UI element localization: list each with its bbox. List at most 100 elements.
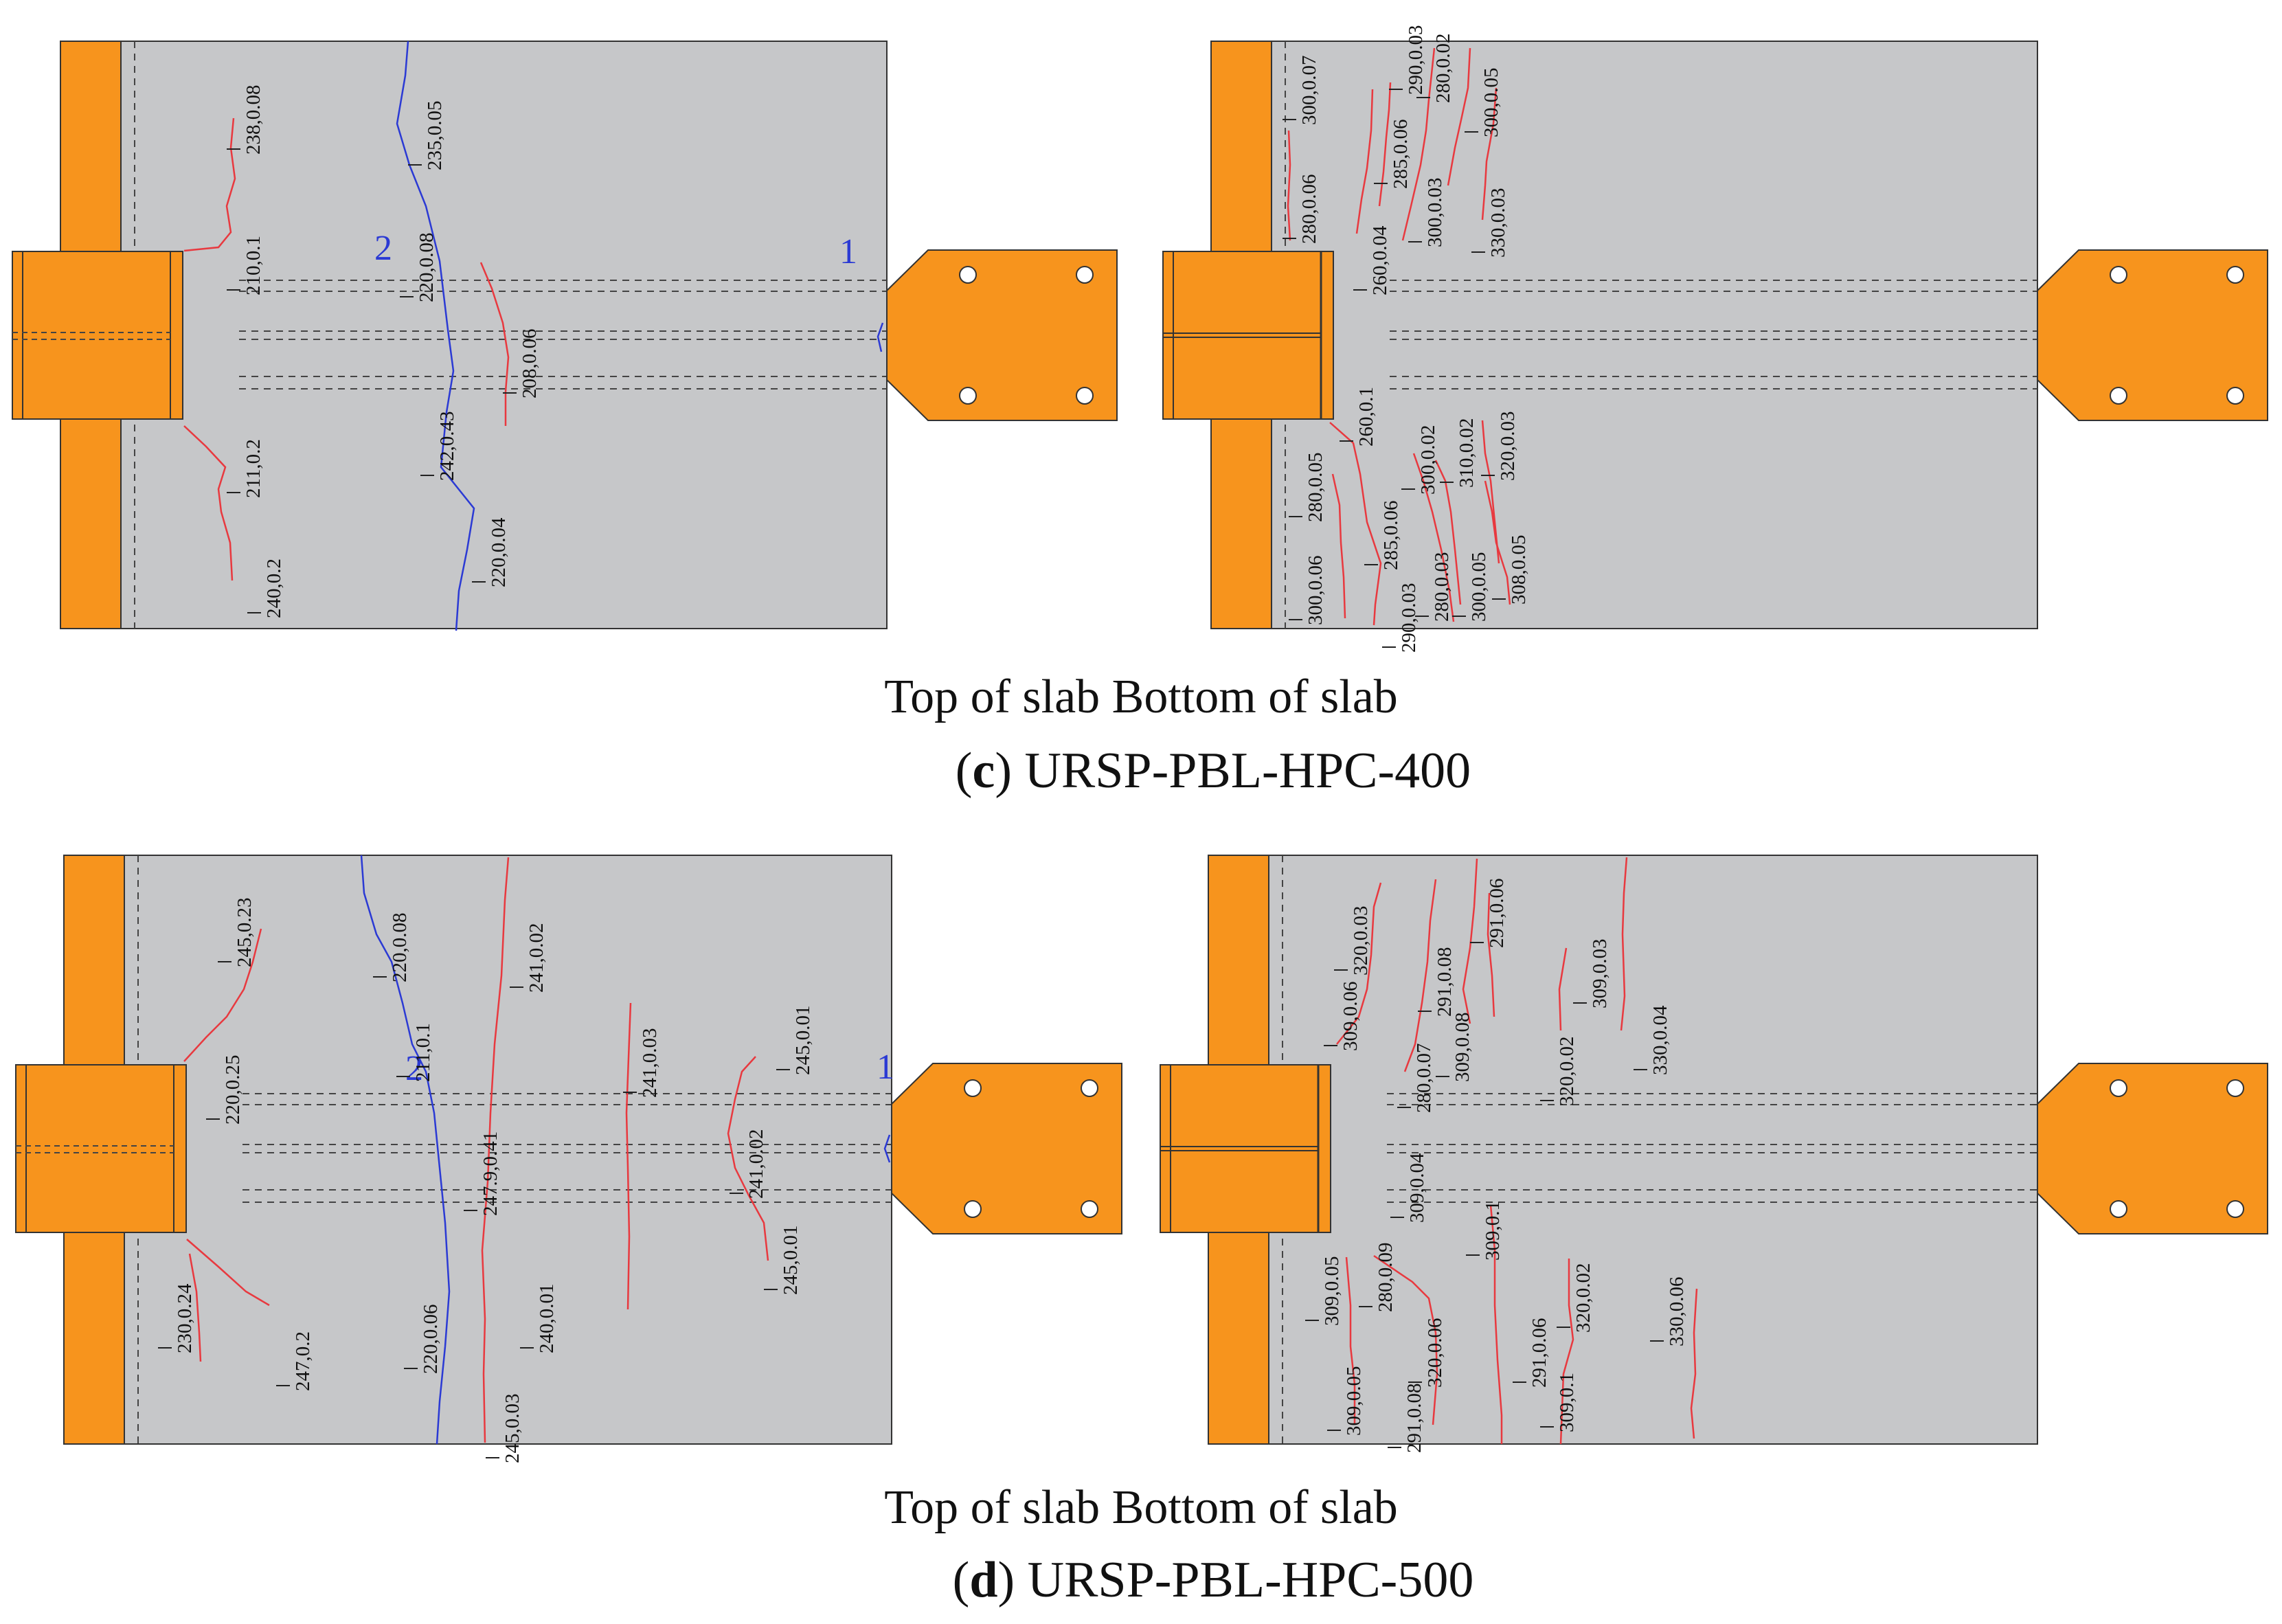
crack-label-bottom-0-19: 308,0.05 — [1508, 535, 1530, 605]
panel-letter-c: c — [972, 743, 995, 799]
crack-label-top-0-2: 235,0.05 — [424, 101, 446, 171]
crack-label-bottom-1-10: 280,0.09 — [1375, 1243, 1397, 1313]
bolt-hole-bottom-0-3 — [2226, 387, 2244, 405]
crack-label-bottom-0-5: 280,0.02 — [1432, 34, 1454, 104]
crack-label-bottom-0-10: 300,0.06 — [1304, 556, 1326, 626]
crack-label-bottom-1-17: 320,0.02 — [1572, 1263, 1594, 1333]
crack-annotations: 238,0.08210,0.1235,0.05220,0.08208,0.062… — [158, 25, 1688, 1464]
red-crack-27 — [1345, 1256, 1356, 1425]
red-crack-28 — [1373, 1254, 1438, 1425]
bolt-hole-top-0-0 — [959, 266, 977, 284]
bolt-hole-top-0-2 — [959, 387, 977, 405]
red-crack-7 — [1447, 47, 1471, 186]
bottom-of-slab-label-d: Bottom of slab — [1111, 1481, 1398, 1534]
end-plate-bottom-0 — [2037, 249, 2268, 421]
bolt-hole-bottom-1-2 — [2110, 1200, 2127, 1218]
red-crack-30 — [1559, 1259, 1574, 1445]
crack-label-bottom-0-13: 290,0.03 — [1398, 583, 1420, 653]
red-crack-26 — [1620, 857, 1628, 1031]
crack-label-bottom-1-5: 280,0.07 — [1413, 1044, 1435, 1114]
top-of-slab-label-c: Top of slab — [884, 670, 1100, 723]
crack-label-bottom-1-16: 291,0.06 — [1528, 1318, 1550, 1388]
red-crack-10 — [1412, 453, 1455, 622]
bolt-hole-top-1-2 — [964, 1200, 982, 1218]
crack-label-top-0-6: 211,0.2 — [242, 439, 264, 498]
red-crack-23 — [1462, 858, 1478, 1024]
red-crack-18 — [481, 857, 510, 1443]
crack-label-top-1-13: 240,0.01 — [536, 1284, 558, 1354]
crack-label-bottom-1-15: 309,0.1 — [1482, 1201, 1504, 1261]
top-of-slab-label-d: Top of slab — [884, 1481, 1100, 1534]
slab-top-1 — [63, 855, 892, 1445]
crack-label-top-1-0: 245,0.23 — [234, 898, 256, 968]
crack-label-bottom-1-9: 330,0.04 — [1649, 1005, 1671, 1075]
specimen-name-c: URSP-PBL-HPC-400 — [1024, 743, 1471, 799]
crack-label-bottom-1-8: 320,0.02 — [1556, 1037, 1578, 1107]
crack-label-bottom-1-12: 320,0.06 — [1424, 1318, 1446, 1388]
crack-label-top-1-1: 220,0.25 — [222, 1055, 244, 1125]
crack-label-bottom-0-11: 260,0.1 — [1355, 387, 1377, 447]
red-crack-22 — [1403, 879, 1437, 1072]
bolt-hole-top-0-1 — [1076, 266, 1094, 284]
crack-label-top-0-8: 220,0.04 — [488, 517, 510, 587]
red-crack-11 — [1434, 460, 1462, 605]
blue-crack-3 — [883, 1134, 891, 1163]
crack-label-bottom-0-3: 285,0.06 — [1390, 120, 1412, 190]
bolt-hole-top-0-3 — [1076, 387, 1094, 405]
crack-label-bottom-0-1: 280,0.06 — [1298, 174, 1320, 245]
crack-label-bottom-1-6: 309,0.08 — [1451, 1013, 1473, 1083]
crack-lines — [183, 41, 1698, 1445]
web-plate-top-1 — [173, 1064, 187, 1233]
crack-sequence-mark-0-0: 2 — [374, 229, 392, 268]
crack-label-bottom-1-11: 309,0.05 — [1343, 1366, 1365, 1436]
crack-label-top-1-3: 211,0.1 — [412, 1023, 434, 1082]
crack-label-top-1-10: 230,0.24 — [174, 1283, 196, 1353]
crack-label-bottom-0-12: 285,0.06 — [1380, 501, 1402, 571]
bolt-hole-bottom-0-2 — [2110, 387, 2127, 405]
slab-view-bottom-1 — [1160, 855, 2268, 1445]
red-crack-0 — [183, 117, 236, 252]
red-crack-3 — [1287, 130, 1291, 241]
bolt-hole-bottom-1-0 — [2110, 1079, 2127, 1097]
crack-sequence-mark-1-1: 1 — [877, 1048, 894, 1087]
red-crack-24 — [1487, 892, 1495, 1017]
crack-label-bottom-0-0: 300,0.07 — [1298, 56, 1320, 126]
specimen-name-d: URSP-PBL-HPC-500 — [1027, 1552, 1474, 1608]
connector-block-top-0 — [12, 251, 183, 420]
crack-label-bottom-1-18: 309,0.1 — [1556, 1373, 1578, 1432]
red-crack-1 — [183, 425, 234, 581]
crack-label-top-1-14: 245,0.03 — [501, 1394, 523, 1464]
crack-label-bottom-1-19: 330,0.06 — [1666, 1277, 1688, 1347]
crack-label-top-0-1: 210,0.1 — [242, 236, 264, 295]
crack-label-top-1-7: 245,0.01 — [792, 1006, 814, 1076]
panel-caption-c: (c) URSP-PBL-HPC-400 — [955, 743, 1471, 799]
bolt-hole-top-1-0 — [964, 1079, 982, 1097]
crack-label-top-1-2: 220,0.08 — [389, 913, 411, 983]
red-crack-9 — [1329, 422, 1382, 626]
red-crack-21 — [1336, 882, 1382, 1045]
crack-label-top-1-5: 241,0.02 — [526, 923, 547, 993]
crack-label-top-0-3: 220,0.08 — [416, 233, 438, 303]
crack-label-bottom-0-8: 300,0.05 — [1480, 68, 1502, 138]
crack-label-bottom-0-9: 280,0.05 — [1304, 453, 1326, 523]
crack-label-bottom-1-14: 309,0.04 — [1406, 1153, 1428, 1223]
red-crack-8 — [1481, 87, 1498, 221]
red-crack-25 — [1558, 947, 1568, 1031]
red-crack-6 — [1401, 47, 1436, 241]
crack-label-bottom-0-7: 330,0.03 — [1487, 188, 1509, 258]
panel-caption-d: (d) URSP-PBL-HPC-500 — [952, 1552, 1474, 1608]
crack-label-bottom-0-6: 300,0.03 — [1424, 178, 1446, 248]
panel-letter-d: d — [969, 1552, 998, 1608]
connector-block-bottom-0 — [1162, 251, 1334, 420]
bolt-hole-bottom-0-0 — [2110, 266, 2127, 284]
blue-crack-0 — [396, 41, 475, 631]
crack-label-bottom-0-4: 290,0.03 — [1405, 25, 1427, 95]
red-crack-20 — [727, 1056, 769, 1261]
crack-label-bottom-1-13: 291,0.08 — [1403, 1384, 1425, 1454]
blue-crack-1 — [877, 322, 884, 352]
crack-label-bottom-1-7: 309,0.03 — [1589, 939, 1611, 1009]
crack-label-top-0-0: 238,0.08 — [242, 85, 264, 155]
crack-label-top-1-9: 245,0.01 — [780, 1226, 802, 1296]
bottom-of-slab-label-c: Bottom of slab — [1111, 670, 1398, 723]
